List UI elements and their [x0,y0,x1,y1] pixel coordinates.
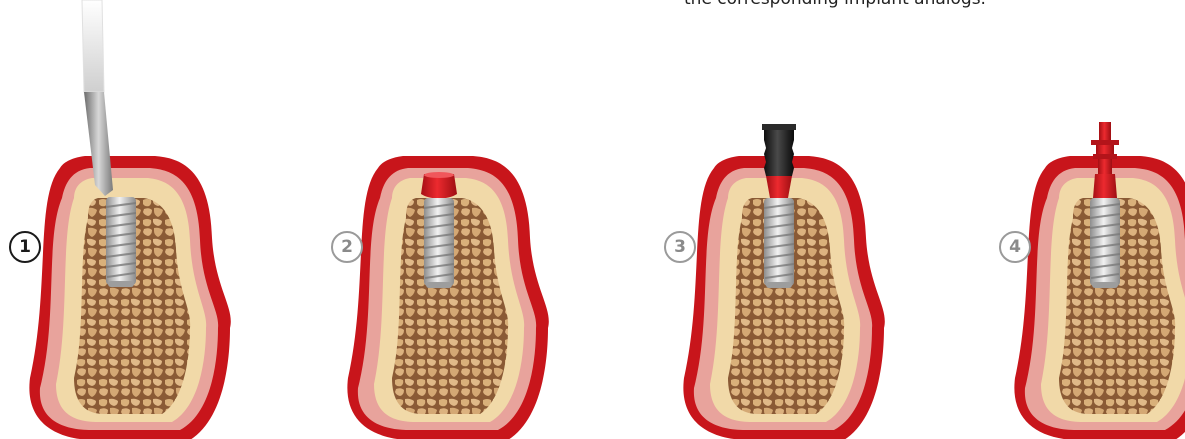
step-panel-4: 4 [985,0,1185,439]
step-badge-4: 4 [999,231,1031,263]
healing-cap [421,172,457,199]
diagram-step-4 [985,0,1185,439]
diagram-step-3 [660,0,950,439]
diagram-step-1 [0,0,290,439]
step-panel-3: 3 [660,0,950,439]
implant-3 [764,198,794,288]
step-panel-1: 1 [0,0,290,439]
step-panel-2: 2 [320,0,610,439]
implant-1 [106,197,136,287]
diagram-step-2 [320,0,610,439]
step-badge-1: 1 [9,231,41,263]
implant-2 [424,198,454,288]
implant-4 [1090,198,1120,288]
step-badge-3: 3 [664,231,696,263]
step-badge-2: 2 [331,231,363,263]
